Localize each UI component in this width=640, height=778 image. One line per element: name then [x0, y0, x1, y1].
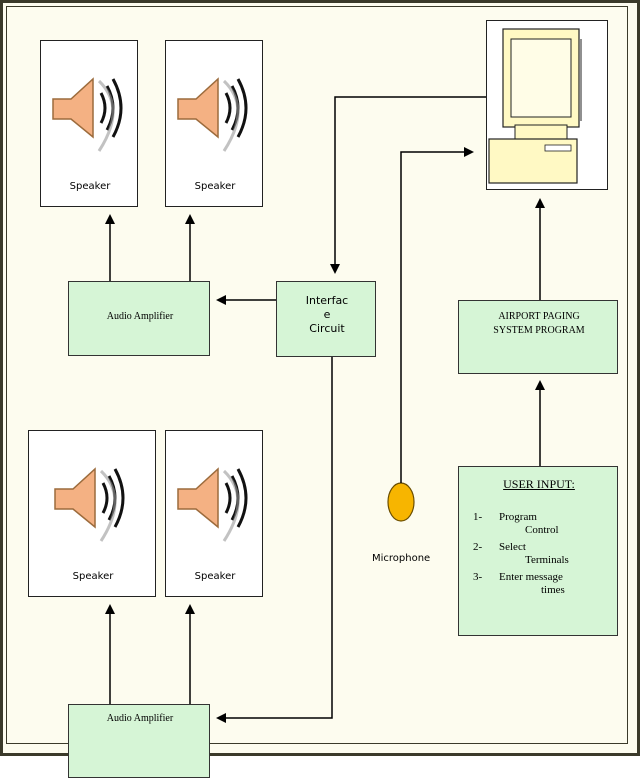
microphone-label: Microphone — [372, 553, 431, 564]
amplifier-label: Audio Amplifier — [106, 311, 174, 322]
program-line-1: AIRPORT PAGING — [498, 311, 580, 322]
connector — [400, 147, 474, 483]
user-input-item-3-line1: Enter message — [499, 571, 563, 583]
connectors — [105, 96, 545, 723]
user-input-box: USER INPUT: 1- Program Control 2- Select… — [458, 466, 618, 636]
user-input-title: USER INPUT: — [503, 477, 575, 491]
amplifier-label: Audio Amplifier — [106, 713, 174, 724]
speaker-box-4: Speaker — [165, 430, 263, 597]
user-input-item-1-line2: Control — [525, 524, 559, 536]
interface-circuit: Interfac e Circuit — [276, 281, 376, 357]
speaker-label: Speaker — [69, 181, 111, 192]
interface-line-3: Circuit — [309, 322, 345, 335]
program-line-2: SYSTEM PROGRAM — [493, 325, 585, 336]
speaker-icon — [54, 467, 125, 542]
speaker-box-3: Speaker — [28, 430, 156, 597]
audio-amplifier-top: Audio Amplifier — [68, 281, 210, 356]
user-input-item-2-line1: Select — [499, 541, 526, 553]
speaker-icon — [177, 77, 248, 152]
computer-icon — [488, 28, 582, 184]
speaker-box-2: Speaker — [165, 40, 263, 207]
speaker-icon — [177, 467, 248, 542]
speaker-label: Speaker — [194, 571, 236, 582]
connector — [330, 96, 486, 274]
user-input-num-2: 2- — [473, 541, 483, 553]
interface-line-1: Interfac — [305, 294, 349, 307]
user-input-item-2-line2: Terminals — [525, 554, 569, 566]
computer-box — [486, 20, 608, 190]
speaker-label: Speaker — [194, 181, 236, 192]
interface-line-2: e — [323, 308, 331, 321]
speaker-box-1: Speaker — [40, 40, 138, 207]
user-input-num-3: 3- — [473, 571, 483, 583]
user-input-item-3-line2: times — [541, 584, 565, 596]
user-input-num-1: 1- — [473, 511, 483, 523]
speaker-icon — [52, 77, 123, 152]
connector — [216, 357, 333, 723]
speaker-label: Speaker — [72, 571, 114, 582]
paging-program-box: AIRPORT PAGING SYSTEM PROGRAM — [458, 300, 618, 374]
user-input-item-1-line1: Program — [499, 511, 537, 523]
